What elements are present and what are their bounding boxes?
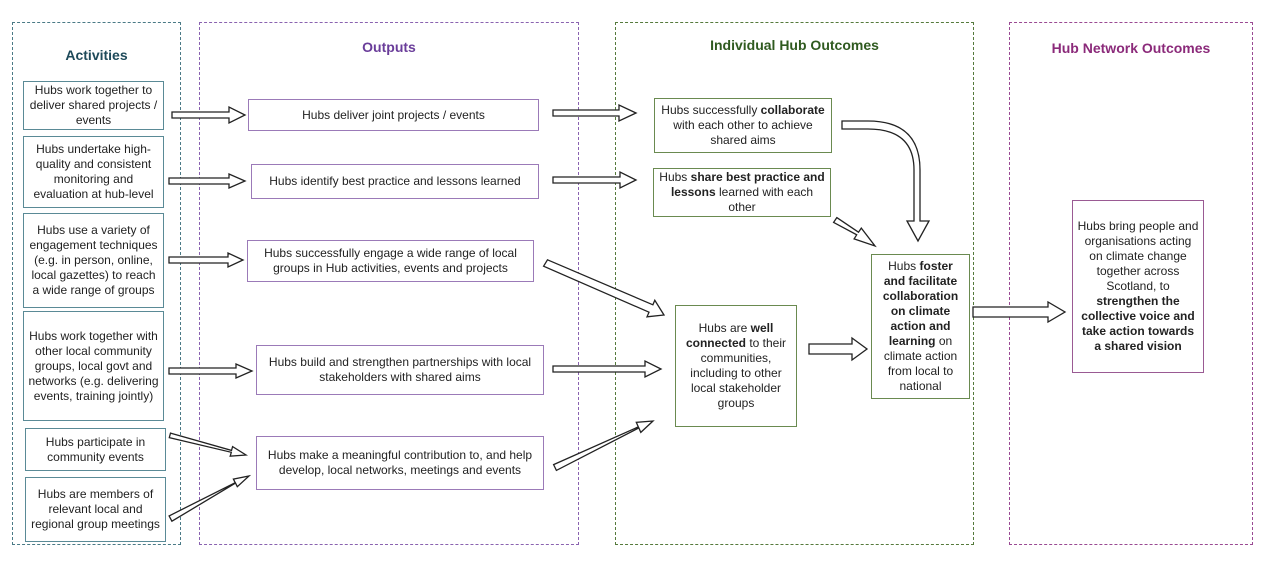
output-text: Hubs make a meaningful contribution to, … (267, 448, 533, 477)
activity-box-shared-projects: Hubs work together to deliver shared pro… (23, 81, 164, 130)
activity-box-group-meetings: Hubs are members of relevant local and r… (25, 477, 166, 542)
outputs-heading: Outputs (362, 39, 416, 55)
network-text-pre: Hubs bring people and organisations acti… (1077, 219, 1199, 293)
output-text: Hubs successfully engage a wide range of… (264, 246, 517, 275)
outcome-text-pre: Hubs are (698, 321, 751, 335)
activity-text: Hubs participate in community events (45, 434, 146, 464)
outcome-text-pre: Hubs successfully (661, 103, 761, 117)
output-box-engage-groups: Hubs successfully engage a wide range of… (247, 240, 534, 282)
output-box-partnerships: Hubs build and strengthen partnerships w… (256, 345, 544, 395)
outcome-text-post: on climate action from local to national (883, 334, 958, 393)
activities-heading: Activities (65, 47, 128, 63)
network-outcomes-column: Hub Network Outcomes (1009, 22, 1253, 545)
activity-box-local-groups: Hubs work together with other local comm… (23, 311, 164, 421)
output-text: Hubs identify best practice and lessons … (269, 174, 521, 188)
individual-outcomes-heading: Individual Hub Outcomes (710, 37, 879, 53)
activity-box-community-events: Hubs participate in community events (25, 428, 166, 471)
outcome-text-post: learned with each other (715, 185, 814, 214)
outcome-text: Hubs successfully collaborate with each … (659, 103, 827, 148)
outcome-text-bold: well connected (685, 321, 774, 350)
activity-text: Hubs work together to deliver shared pro… (29, 83, 158, 127)
outcome-text: Hubs are well connected to their communi… (680, 321, 792, 411)
activity-box-engagement: Hubs use a variety of engagement techniq… (23, 213, 164, 308)
outcome-text-pre: Hubs (659, 170, 691, 184)
outcome-text-post: to their communities, including to other… (690, 336, 787, 410)
activity-text: Hubs use a variety of engagement techniq… (29, 223, 158, 297)
activity-text: Hubs undertake high-quality and consiste… (33, 142, 154, 201)
outcome-text-bold: collaborate (760, 103, 825, 117)
network-outcome-text: Hubs bring people and organisations acti… (1077, 219, 1199, 354)
outcome-box-collaborate: Hubs successfully collaborate with each … (654, 98, 832, 153)
activity-box-monitoring: Hubs undertake high-quality and consiste… (23, 136, 164, 208)
network-outcomes-heading: Hub Network Outcomes (1051, 40, 1211, 56)
activity-text: Hubs work together with other local comm… (28, 328, 159, 403)
activities-column: Activities (12, 22, 181, 545)
output-box-joint-projects: Hubs deliver joint projects / events (248, 99, 539, 131)
outcome-text: Hubs foster and facilitate collaboration… (876, 259, 965, 394)
outcome-text-post: with each other to achieve shared aims (673, 118, 813, 147)
outcome-box-foster: Hubs foster and facilitate collaboration… (871, 254, 970, 399)
activity-text: Hubs are members of relevant local and r… (31, 487, 160, 531)
output-box-best-practice: Hubs identify best practice and lessons … (251, 164, 539, 199)
outcome-box-connected: Hubs are well connected to their communi… (675, 305, 797, 427)
output-text: Hubs deliver joint projects / events (302, 107, 485, 122)
outcome-text-bold: share best practice and lessons (670, 170, 825, 199)
outcome-text: Hubs share best practice and lessons lea… (658, 170, 826, 215)
outcome-text-bold: foster and facilitate collaboration on c… (882, 259, 959, 348)
output-text: Hubs build and strengthen partnerships w… (268, 355, 532, 384)
outcome-text-pre: Hubs (888, 259, 920, 273)
outcome-box-share: Hubs share best practice and lessons lea… (653, 168, 831, 217)
network-text-bold: strengthen the collective voice and take… (1081, 294, 1195, 353)
output-box-networks: Hubs make a meaningful contribution to, … (256, 436, 544, 490)
network-outcome-box: Hubs bring people and organisations acti… (1072, 200, 1204, 373)
